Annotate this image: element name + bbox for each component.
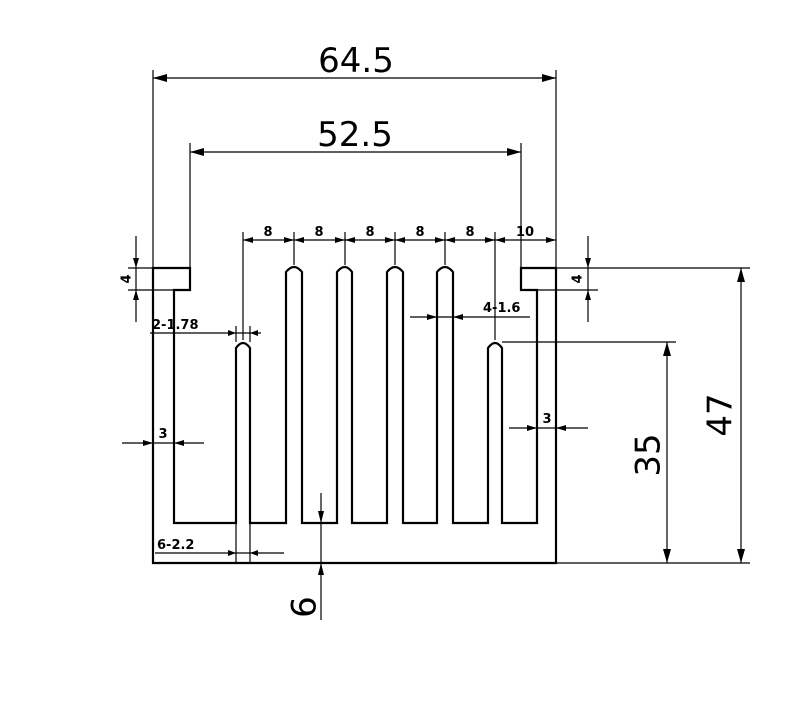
right-lip-label: 4 (571, 274, 586, 283)
dimension-fin-thickness-a: 2-1.78 (150, 318, 261, 342)
dimension-fin-height: 35 (502, 341, 750, 564)
inner-width-label: 52.5 (317, 115, 393, 155)
fin-thickness-a-label: 2-1.78 (152, 318, 199, 333)
pitch-5-label: 8 (465, 225, 474, 240)
dimension-left-wall: 3 (122, 427, 204, 446)
overall-width-label: 64.5 (318, 41, 394, 81)
dimension-right-lip: 4 (537, 236, 598, 322)
root-width-label: 6-2.2 (157, 538, 194, 553)
dimension-right-wall: 3 (509, 412, 588, 431)
dimension-inner-width: 52.5 (189, 115, 522, 268)
dimension-fin-thickness-b: 4-1.6 (410, 301, 530, 320)
dimension-base-thickness: 6 (285, 493, 325, 620)
pitch-3-label: 8 (365, 225, 374, 240)
total-height-label: 47 (701, 393, 741, 436)
base-thickness-label: 6 (285, 596, 325, 618)
pitch-4-label: 8 (415, 225, 424, 240)
pitch-1-label: 8 (263, 225, 272, 240)
dimension-fin-pitch-chain: 8 8 8 8 8 10 (242, 225, 556, 340)
dimension-total-height: 47 (598, 267, 750, 563)
dimension-root-width: 6-2.2 (155, 523, 284, 563)
fin-thickness-b-label: 4-1.6 (483, 301, 520, 316)
dimension-left-lip: 4 (120, 236, 174, 322)
heatsink-outline (151, 265, 558, 565)
pitch-end-label: 10 (516, 225, 534, 240)
right-wall-label: 3 (542, 412, 551, 427)
left-lip-label: 4 (120, 274, 135, 283)
left-wall-label: 3 (158, 427, 167, 442)
dimension-overall-width: 64.5 (152, 41, 557, 268)
pitch-2-label: 8 (314, 225, 323, 240)
fin-height-label: 35 (629, 433, 669, 476)
